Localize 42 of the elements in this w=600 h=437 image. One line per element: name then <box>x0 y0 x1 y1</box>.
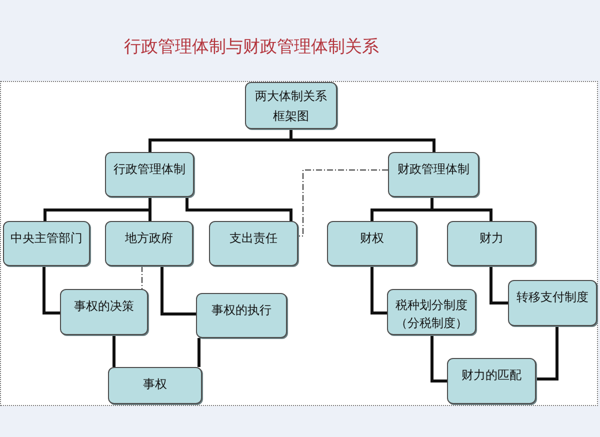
rounded-box <box>209 221 298 266</box>
box-label: 转移支付制度 <box>516 289 588 306</box>
rounded-box <box>447 358 536 404</box>
connector-line <box>490 266 508 304</box>
box-label: 中央主管部门 <box>10 230 82 247</box>
box-label: 财力 <box>480 230 504 247</box>
rounded-box <box>245 82 337 129</box>
box-label: 税种划分制度 <box>396 297 468 314</box>
rounded-box <box>108 367 202 404</box>
connector-line <box>198 338 200 367</box>
rounded-box <box>447 221 536 266</box>
connector-line <box>112 335 116 367</box>
rounded-box <box>327 221 417 266</box>
box-label: 财政管理体制 <box>398 161 470 178</box>
rounded-box <box>60 289 148 335</box>
connector-line <box>186 197 292 221</box>
rounded-box <box>388 152 479 197</box>
connector-line <box>370 266 387 314</box>
diagram-title: 行政管理体制与财政管理体制关系 <box>124 37 379 57</box>
box-label: 事权的执行 <box>212 302 272 319</box>
connector-line <box>160 266 196 316</box>
box-label: 事权 <box>143 376 167 393</box>
box-label: 地方政府 <box>125 230 173 247</box>
connector-line <box>430 197 492 221</box>
rounded-box <box>105 221 193 266</box>
box-label: 两大体制关系框架图 <box>254 88 328 124</box>
rounded-box <box>508 280 597 326</box>
rounded-box <box>3 221 90 266</box>
rounded-box <box>387 289 476 335</box>
dashed-connector-line <box>298 170 388 236</box>
box-label: 支出责任 <box>230 230 278 247</box>
rounded-box <box>105 152 194 197</box>
box-label: 财力的匹配 <box>462 367 522 384</box>
connector-line <box>42 266 60 314</box>
connector-line <box>536 326 558 380</box>
box-label: （分税制度） <box>396 315 468 332</box>
box-label: 事权的决策 <box>74 298 134 315</box>
box-label: 行政管理体制 <box>114 161 186 178</box>
connector-line <box>290 129 436 152</box>
rounded-box <box>196 293 287 338</box>
connector-line <box>430 335 447 382</box>
box-label: 财权 <box>360 230 384 247</box>
